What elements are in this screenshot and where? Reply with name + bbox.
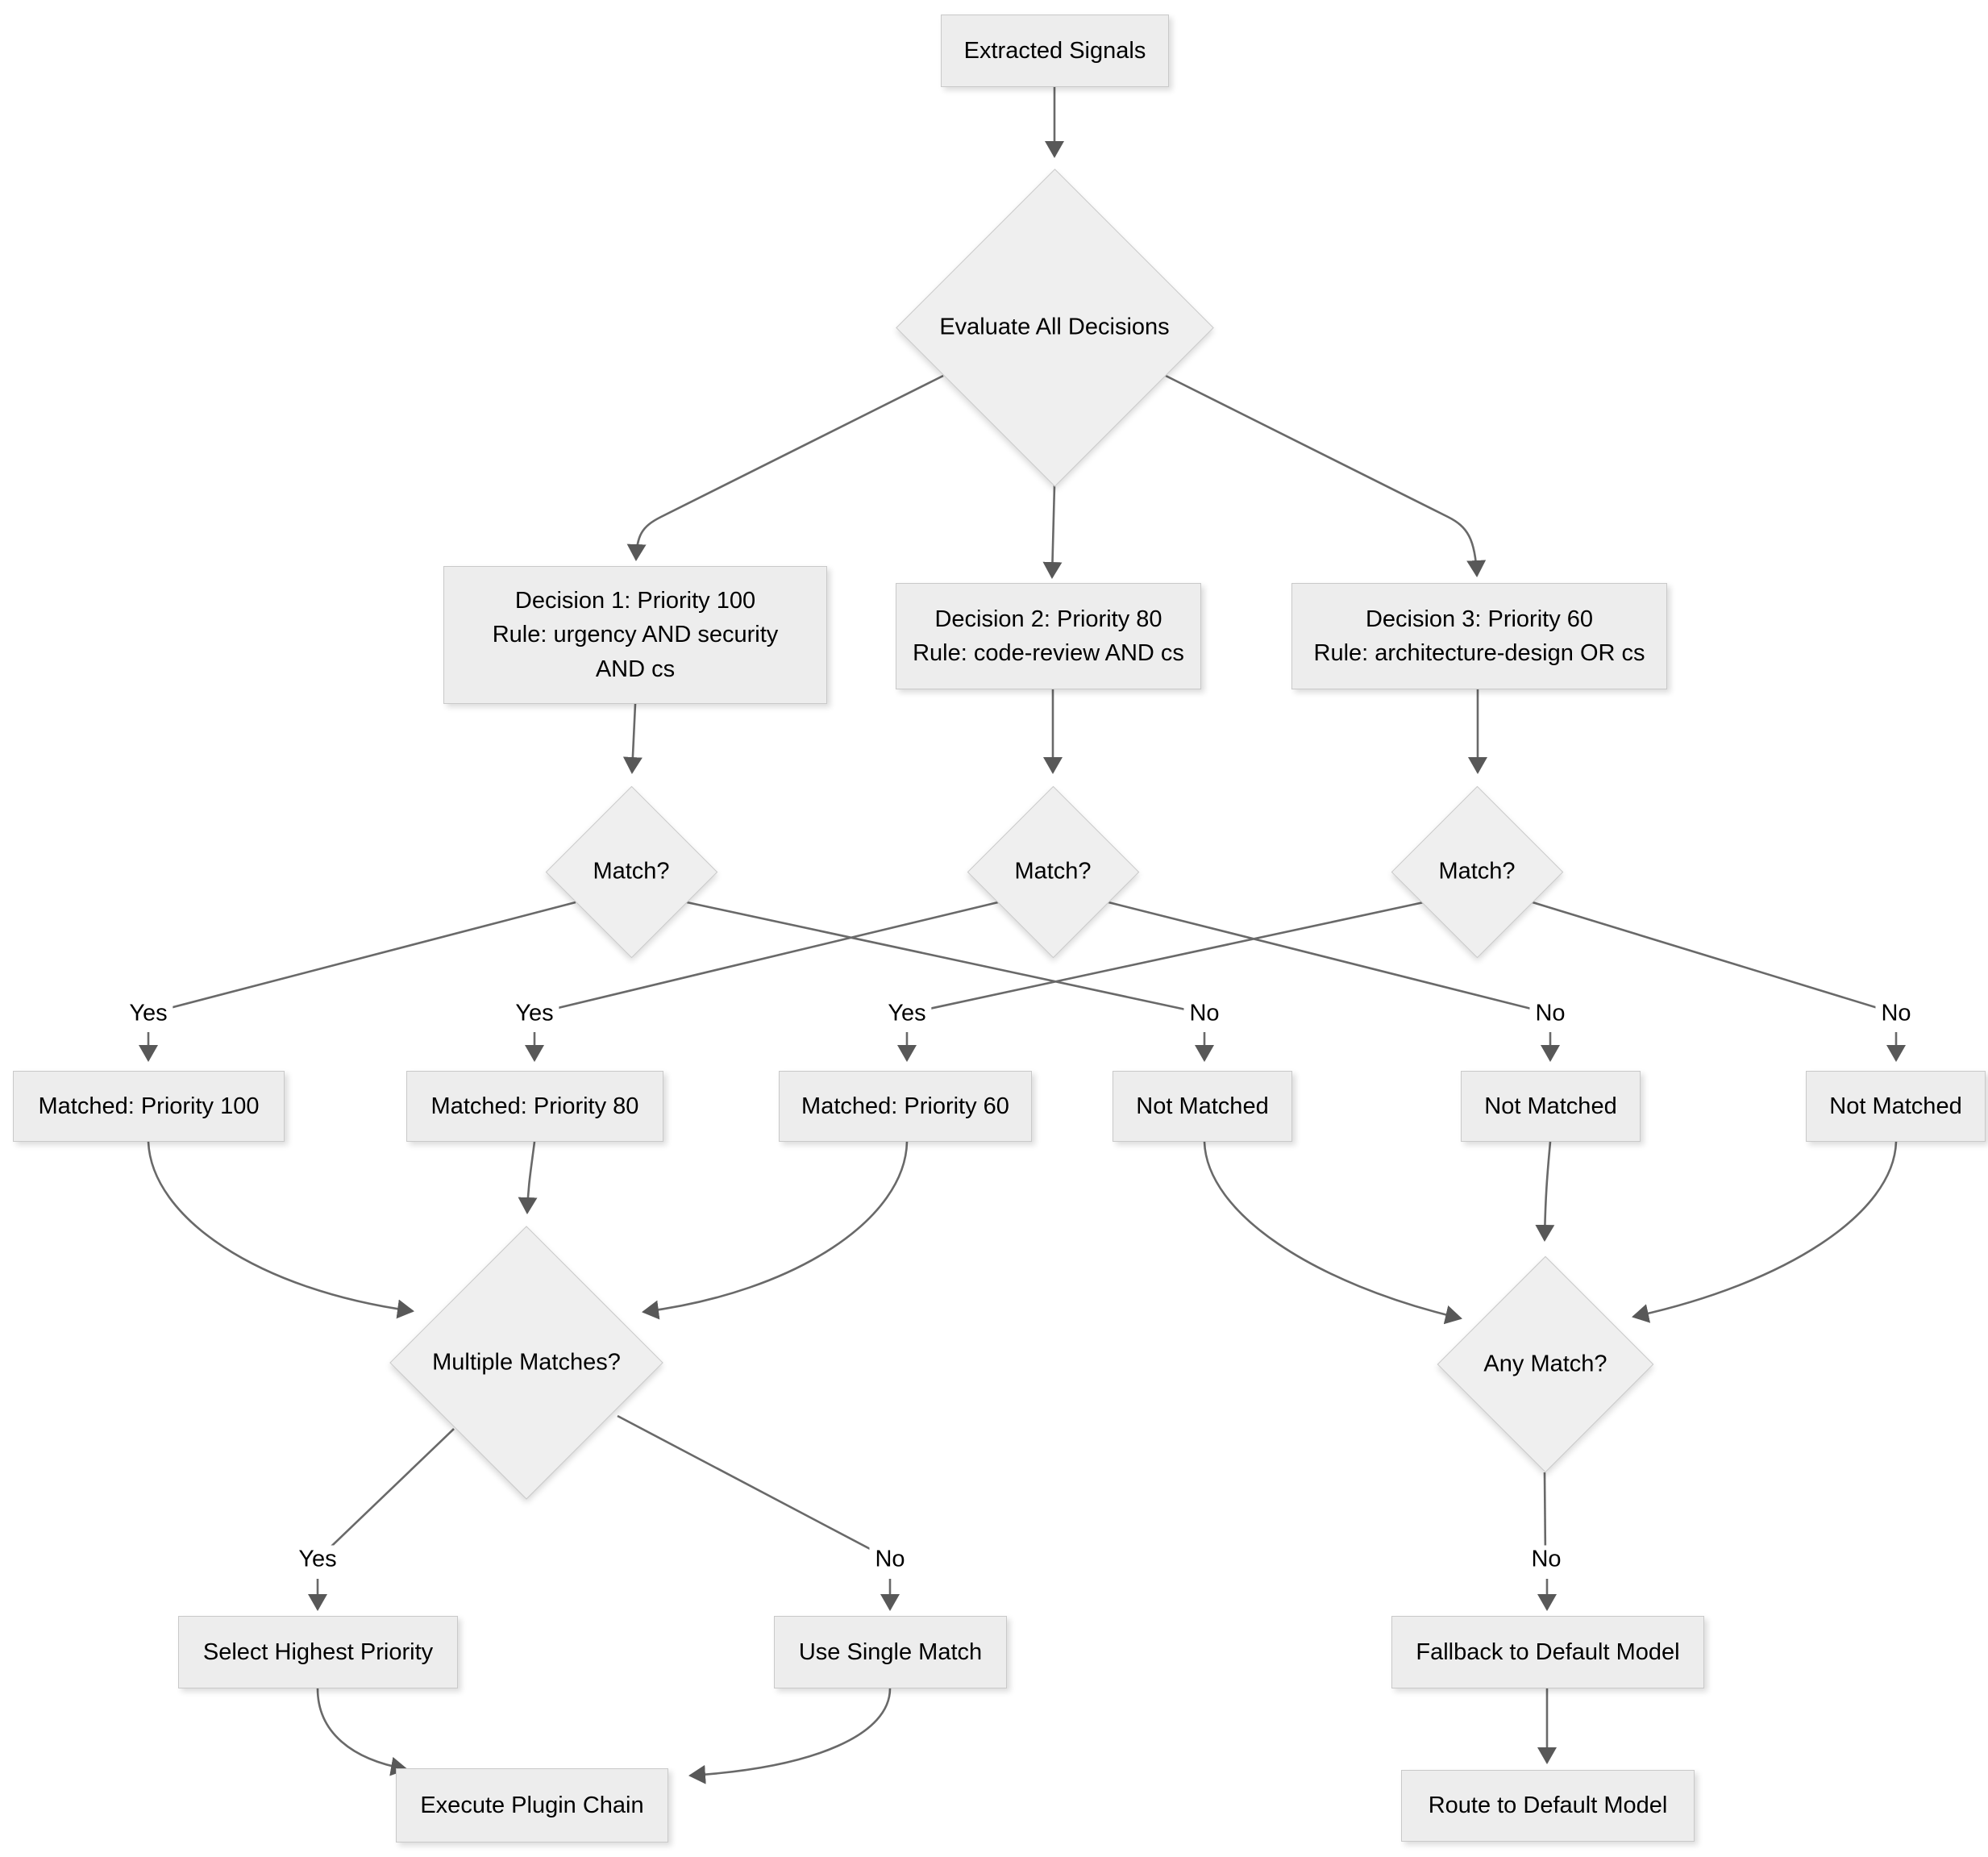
node-route-to-default-model: Route to Default Model	[1401, 1770, 1695, 1842]
node-not-matched-2-label: Not Matched	[1484, 1093, 1617, 1119]
node-execute-plugin-chain: Execute Plugin Chain	[396, 1768, 668, 1842]
edge-label-multiple-yes: Yes	[293, 1545, 343, 1574]
node-not-matched-3: Not Matched	[1806, 1071, 1986, 1142]
edge-select-to-execute	[316, 1688, 408, 1776]
node-fallback-to-default-model: Fallback to Default Model	[1391, 1616, 1704, 1688]
node-use-single-match-label: Use Single Match	[798, 1638, 983, 1665]
edge-multiple-yes	[317, 1428, 455, 1560]
edge-match3-yes	[906, 901, 1424, 1015]
node-matched-priority-60: Matched: Priority 60	[779, 1071, 1032, 1142]
diamond-match-1-label: Match?	[593, 858, 670, 885]
edge-matched60-to-multiple	[642, 1141, 909, 1320]
diamond-match-3-label: Match?	[1438, 858, 1516, 885]
edge-label-no-3: No	[1875, 999, 1917, 1028]
node-route-to-default-model-label: Route to Default Model	[1428, 1792, 1668, 1819]
node-decision-2: Decision 2: Priority 80 Rule: code-revie…	[896, 583, 1201, 689]
edge-label-yes-1: Yes	[123, 999, 173, 1028]
node-matched-priority-80: Matched: Priority 80	[406, 1071, 663, 1142]
node-decision-3: Decision 3: Priority 60 Rule: architectu…	[1291, 583, 1667, 689]
node-use-single-match: Use Single Match	[774, 1616, 1007, 1688]
edge-match2-no	[1108, 901, 1551, 1015]
edge-matched100-to-multiple	[147, 1141, 414, 1319]
edge-evaluate-to-decision3	[1165, 374, 1487, 577]
node-execute-plugin-chain-label: Execute Plugin Chain	[420, 1792, 644, 1818]
node-not-matched-3-label: Not Matched	[1829, 1093, 1962, 1119]
edge-label-no-2: No	[1529, 999, 1571, 1028]
node-decision-1-line1: Decision 1: Priority 100	[514, 588, 756, 614]
edge-multiple-no	[617, 1414, 891, 1561]
node-matched-priority-100-label: Matched: Priority 100	[38, 1093, 260, 1119]
edge-label-no-1: No	[1183, 999, 1225, 1028]
node-not-matched-2: Not Matched	[1461, 1071, 1641, 1142]
node-decision-3-line1: Decision 3: Priority 60	[1365, 606, 1594, 632]
node-decision-2-line2: Rule: code-review AND cs	[913, 640, 1184, 666]
edge-evaluate-to-decision2	[1042, 485, 1063, 579]
node-extracted-signals: Extracted Signals	[941, 15, 1169, 87]
node-not-matched-1-label: Not Matched	[1136, 1093, 1269, 1119]
node-matched-priority-80-label: Matched: Priority 80	[430, 1093, 639, 1119]
edge-match2-yes	[534, 901, 999, 1015]
edge-notmatched3-to-any	[1632, 1141, 1898, 1323]
edge-match1-no	[686, 901, 1205, 1015]
node-fallback-to-default-model-label: Fallback to Default Model	[1416, 1638, 1680, 1665]
edge-label-any-no: No	[1525, 1545, 1567, 1574]
edge-label-multiple-no: No	[869, 1545, 911, 1574]
node-select-highest-priority: Select Highest Priority	[178, 1616, 458, 1688]
edge-match1-yes	[148, 901, 576, 1015]
edge-label-yes-2: Yes	[509, 999, 559, 1028]
edge-single-to-execute	[688, 1688, 892, 1784]
edge-evaluate-to-decision1	[626, 374, 944, 561]
node-extracted-signals-label: Extracted Signals	[963, 37, 1146, 64]
node-matched-priority-60-label: Matched: Priority 60	[801, 1093, 1009, 1119]
node-decision-1-line3: AND cs	[595, 656, 676, 682]
node-matched-priority-100: Matched: Priority 100	[13, 1071, 285, 1142]
node-decision-1-line2: Rule: urgency AND security	[492, 622, 779, 648]
node-not-matched-1: Not Matched	[1113, 1071, 1292, 1142]
edge-notmatched2-to-any	[1535, 1141, 1555, 1242]
node-select-highest-priority-label: Select Highest Priority	[202, 1638, 434, 1665]
edge-matched80-to-multiple	[518, 1141, 538, 1214]
diamond-match-2-label: Match?	[1014, 858, 1092, 885]
diamond-multiple-matches-label: Multiple Matches?	[432, 1349, 621, 1376]
edge-match3-no	[1532, 901, 1897, 1015]
edge-decision1-to-match1	[622, 703, 643, 774]
diamond-any-match-label: Any Match?	[1483, 1351, 1607, 1377]
diamond-evaluate-all-decisions-label: Evaluate All Decisions	[939, 314, 1170, 340]
node-decision-3-line2: Rule: architecture-design OR cs	[1313, 640, 1645, 666]
node-decision-2-line1: Decision 2: Priority 80	[934, 606, 1162, 632]
edge-label-yes-3: Yes	[882, 999, 932, 1028]
edge-notmatched1-to-any	[1203, 1141, 1462, 1325]
node-decision-1: Decision 1: Priority 100 Rule: urgency A…	[443, 566, 827, 704]
